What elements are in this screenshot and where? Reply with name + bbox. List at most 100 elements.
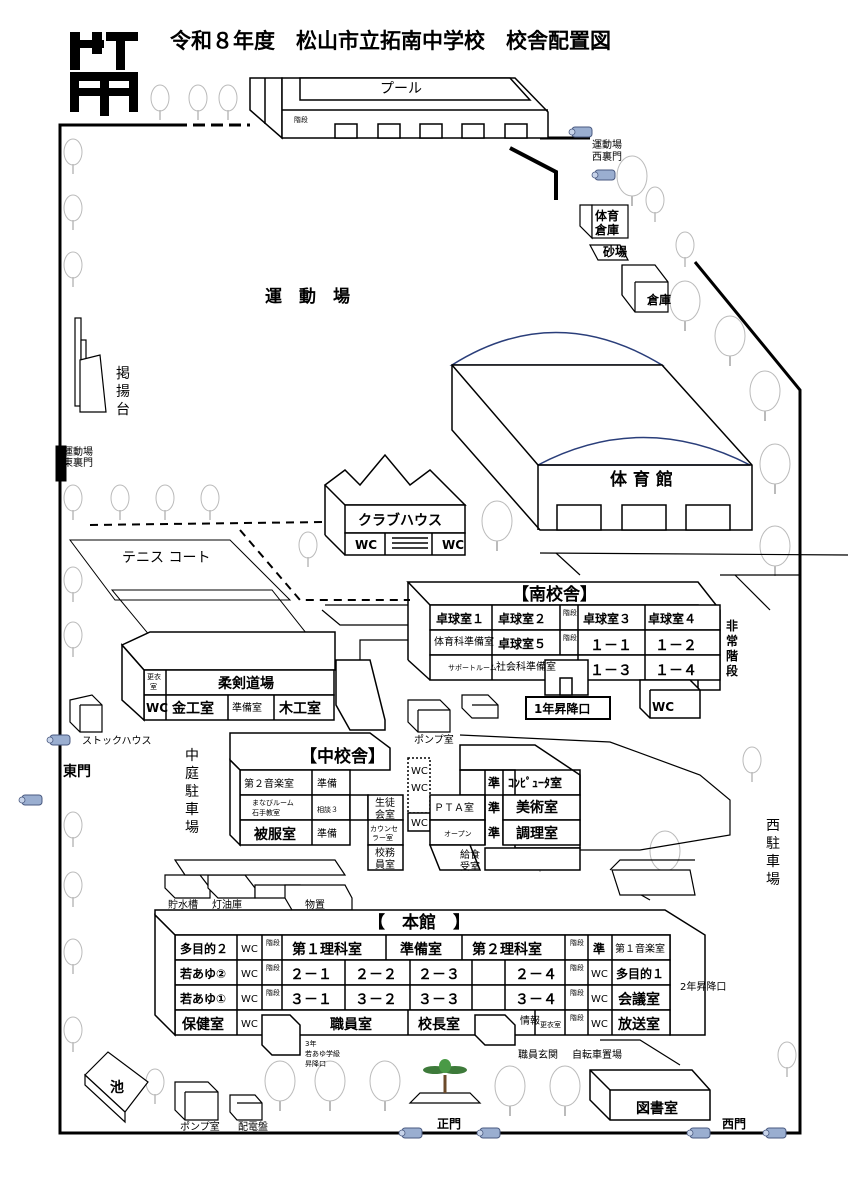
storage-shed-label: 物置 — [305, 898, 325, 911]
library-building — [589, 1069, 711, 1121]
class-2-2: ２－２ — [355, 967, 397, 983]
main-gate-icon-right — [476, 1127, 501, 1139]
courtyard-parking-1: 中 — [185, 748, 199, 764]
wakaayu2-label: 若あゆ② — [179, 966, 226, 981]
west-gate-icon-right — [762, 1127, 787, 1139]
main-multi2: 多目的２ — [180, 941, 228, 956]
main-gate-label: 正門 — [437, 1117, 461, 1131]
pump-room-mid-label: ポンプ室 — [414, 733, 454, 746]
main-stairs-r1a: 階段 — [266, 938, 280, 947]
clothing-room-label: 被服室 — [254, 826, 296, 843]
west-back-gate-icon — [568, 126, 593, 138]
admin-room-1: 校務 — [375, 846, 395, 859]
budo-changing-2: 室 — [150, 682, 157, 691]
manabi-room-2: 石手教室 — [252, 808, 280, 817]
main-wc-r2b: WC — [591, 969, 608, 980]
changing-room-label: 更衣室 — [540, 1020, 561, 1029]
grade3-entrance-3: 昇降口 — [305, 1059, 326, 1068]
west-back-gate-label-2: 西裏門 — [592, 150, 622, 163]
pta-room-label: ＰＴＡ室 — [434, 801, 474, 814]
consult-room-label: 相談３ — [317, 805, 338, 814]
class-3-4: ３－４ — [515, 992, 557, 1008]
main-stairs-r4: 階段 — [570, 1013, 584, 1022]
science-prep-label: 準備室 — [400, 941, 442, 958]
manabi-room-1: まなびルーム — [252, 799, 294, 807]
budo-wc: WC — [146, 701, 168, 715]
south-room-tt2: 卓球室２ — [498, 611, 546, 626]
west-back-gate-label-1: 運動場 — [592, 138, 622, 151]
main-wc-r4: WC — [241, 1019, 258, 1030]
middle-wc-3: WC — [411, 818, 428, 829]
main-gate-icon-left — [398, 1127, 423, 1139]
budo-prep-label: 準備室 — [232, 701, 262, 714]
student-council-1: 生徒 — [375, 796, 395, 809]
sports-storage — [579, 204, 669, 313]
south-building — [406, 581, 721, 720]
west-gate-icon-left — [686, 1127, 711, 1139]
flag-stand — [74, 317, 107, 413]
west-parking-1: 西 — [766, 818, 780, 834]
water-tank-label: 貯水槽 — [168, 898, 198, 911]
main-stairs-r2b: 階段 — [570, 963, 584, 972]
clubhouse-wc-1: WC — [355, 538, 377, 552]
middle-prep-b: 準 — [488, 800, 500, 815]
palm-tree-icon — [408, 1059, 482, 1104]
class-2-1: ２－１ — [290, 967, 332, 983]
student-council-2: 会室 — [375, 808, 395, 821]
south-room-pe-prep: 体育科準備室 — [434, 635, 494, 648]
grade3-entrance-1: 3年 — [305, 1039, 316, 1048]
principal-room-label: 校長室 — [418, 1016, 460, 1033]
west-gate-label: 西門 — [722, 1117, 746, 1131]
west-parking-3: 車 — [766, 853, 780, 870]
site-boundary — [55, 123, 802, 1135]
pool-label: プール — [380, 81, 422, 97]
pump-room-bottom-label: ポンプ室 — [180, 1120, 220, 1133]
middle-prep-a: 準 — [488, 775, 500, 790]
meeting-room-label: 会議室 — [618, 991, 660, 1008]
budo-changing-1: 更衣 — [147, 672, 161, 681]
main-wc-r3b: WC — [591, 994, 608, 1005]
middle-prep-c: 準 — [488, 825, 500, 840]
main-prep-r1: 準 — [593, 941, 605, 956]
courtyard-parking-2: 庭 — [185, 765, 199, 782]
pool — [249, 77, 549, 140]
bicycle-parking-label: 自転車置場 — [572, 1048, 622, 1061]
computer-room-label: ｺﾝﾋﾟｭｰﾀ室 — [508, 775, 562, 790]
clubhouse — [323, 453, 467, 556]
sports-storage-label-1: 体育 — [595, 208, 619, 223]
emergency-stairs-4: 段 — [726, 663, 739, 678]
south-wc-label: WC — [652, 700, 674, 714]
science1-label: 第１理科室 — [292, 941, 362, 958]
main-building — [154, 909, 706, 1056]
counselor-room-1: カウンセ — [370, 825, 398, 833]
emergency-stairs-3: 階 — [726, 648, 738, 663]
east-gate-label: 東門 — [63, 763, 91, 780]
main-wc-r3: WC — [241, 994, 258, 1005]
counselor-room-2: ラー室 — [372, 833, 393, 842]
grade2-entrance-label: 2年昇降口 — [680, 980, 726, 993]
pool-stairs-label: 階段 — [294, 115, 308, 124]
middle-wc-2: WC — [411, 783, 428, 794]
stock-house-label: ストックハウス — [82, 735, 152, 747]
pond-label: 池 — [110, 1079, 124, 1096]
middle-wc-1: WC — [411, 766, 428, 777]
main-stairs-r1b: 階段 — [570, 938, 584, 947]
courtyard-parking-5: 場 — [185, 820, 199, 836]
south-room-1-4: １－４ — [655, 663, 697, 679]
main-stairs-r2a: 階段 — [266, 963, 280, 972]
west-parking-4: 場 — [766, 872, 780, 888]
emergency-stairs-1: 非 — [726, 618, 738, 633]
pond — [84, 1051, 149, 1124]
gymnasium — [449, 331, 753, 531]
middle-prep-1: 準備 — [317, 777, 337, 790]
main-wc-r2: WC — [241, 969, 258, 980]
fence-lines — [89, 521, 410, 601]
flag-stand-char-2: 揚 — [116, 383, 130, 400]
main-wc-r1: WC — [241, 944, 258, 955]
east-gate-icon-2 — [18, 794, 43, 806]
courtyard-parking-4: 車 — [185, 801, 199, 818]
south-room-support: サポートルーム — [448, 664, 497, 672]
admin-room-2: 員室 — [375, 858, 395, 871]
multi1-label: 多目的１ — [616, 966, 664, 981]
grade1-entrance-label: 1年昇降口 — [534, 701, 590, 716]
